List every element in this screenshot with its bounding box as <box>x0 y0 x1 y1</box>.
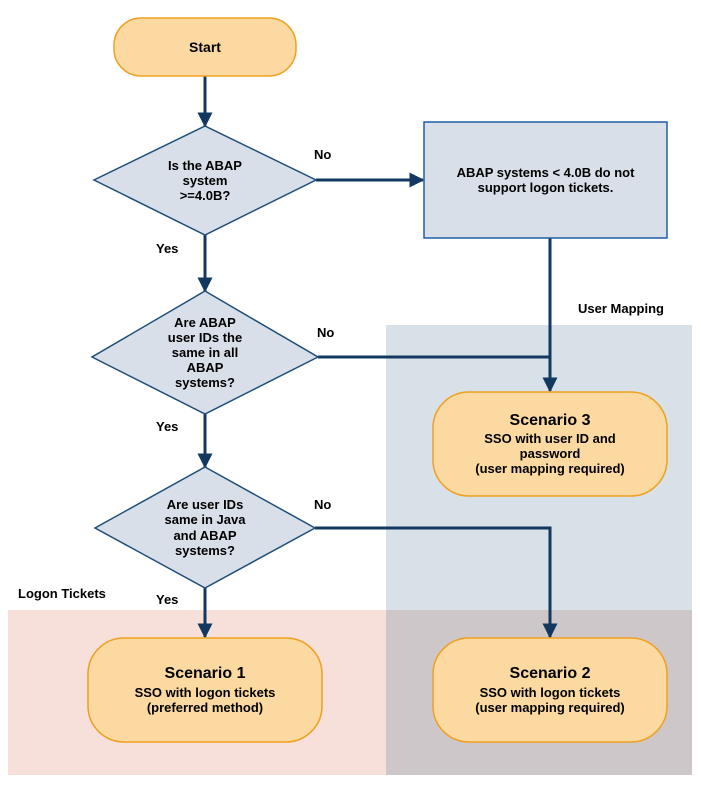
node-scenario1[interactable] <box>87 637 323 743</box>
edge-label-java-abap-no: No <box>314 497 332 512</box>
node-start[interactable] <box>113 17 297 77</box>
edge-java-abap-no-to-scenario2 <box>315 526 558 639</box>
region-label-logon-tickets: Logon Tickets <box>18 586 106 601</box>
edge-label-abap-ids-yes: Yes <box>156 419 179 434</box>
region-label-user-mapping: User Mapping <box>578 301 664 316</box>
edge-label-java-abap-yes: Yes <box>156 592 179 607</box>
node-note-unsupported[interactable] <box>423 121 668 239</box>
edge-label-version-no: No <box>314 147 332 162</box>
node-decision-java-abap-ids[interactable] <box>93 466 317 589</box>
node-scenario2[interactable] <box>432 637 668 743</box>
node-scenario3[interactable] <box>432 391 668 497</box>
edge-label-version-yes: Yes <box>156 241 179 256</box>
node-decision-abap-ids[interactable] <box>90 290 320 415</box>
edge-label-abap-ids-no: No <box>317 325 335 340</box>
node-decision-version[interactable] <box>92 125 318 236</box>
